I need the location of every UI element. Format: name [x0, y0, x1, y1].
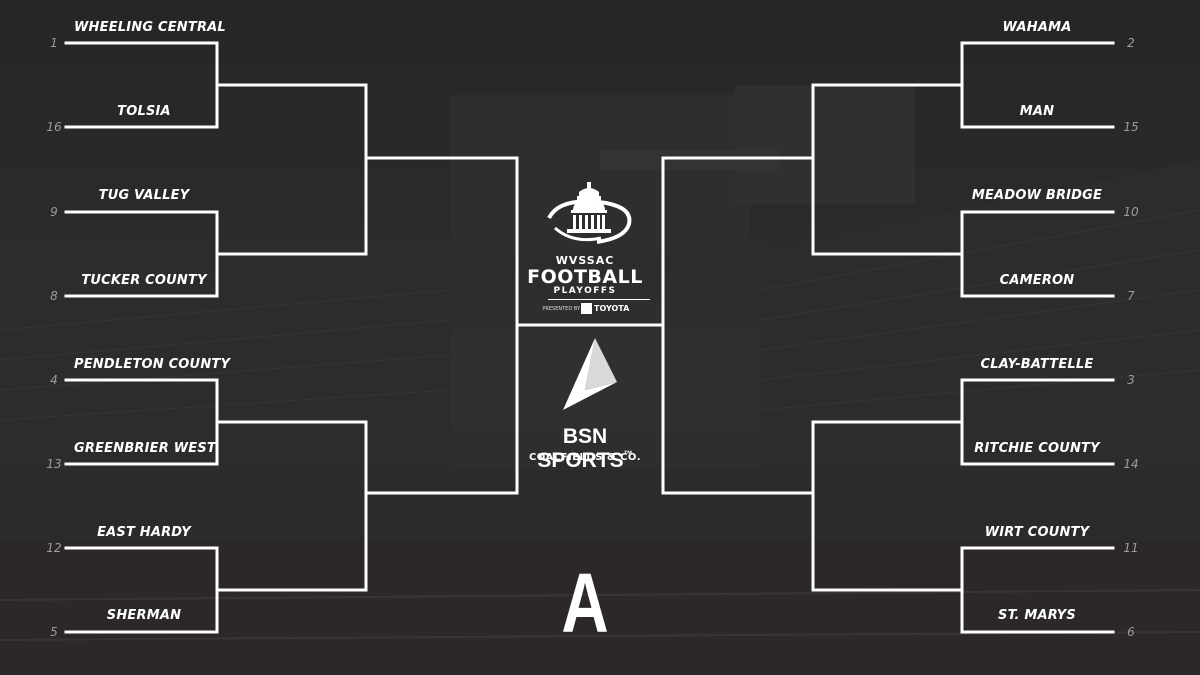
class-letter: A: [561, 556, 609, 650]
sponsor-name: TOYOTA: [594, 304, 630, 313]
bsn-name-text: BSN SPORTS: [537, 425, 624, 472]
right-seed-6: 14: [1123, 457, 1139, 471]
right-team-5: CLAY-BATTELLE: [980, 357, 1094, 372]
right-team-8: ST. MARYS: [998, 608, 1076, 623]
left-team-2: TOLSIA: [117, 104, 171, 119]
left-seed-2: 16: [46, 120, 62, 134]
right-qf-2: [811, 420, 964, 592]
right-sf: [661, 156, 815, 495]
left-seed-7: 12: [46, 541, 62, 555]
right-qf-1: [811, 83, 964, 256]
left-team-7: EAST HARDY: [97, 525, 191, 540]
right-seed-5: 3: [1127, 373, 1135, 387]
right-seed-3: 10: [1123, 205, 1139, 219]
right-team-2: MAN: [1019, 104, 1055, 119]
presented-by-text: PRESENTED BY: [542, 306, 580, 312]
right-team-4: CAMERON: [999, 273, 1075, 288]
capitol-dome-icon: [547, 182, 632, 244]
left-team-4: TUCKER COUNTY: [81, 273, 207, 288]
football-wordmark: FOOTBALL: [527, 266, 643, 288]
logo-divider: [548, 299, 650, 300]
left-team-5: PENDLETON COUNTY: [74, 357, 231, 372]
toyota-logo-icon: [581, 303, 592, 314]
right-seed-2: 15: [1123, 120, 1139, 134]
right-team-6: RITCHIE COUNTY: [974, 441, 1100, 456]
left-seed-1: 1: [50, 36, 58, 50]
right-seed-4: 7: [1127, 289, 1135, 303]
right-team-7: WIRT COUNTY: [984, 525, 1090, 540]
left-qf-2: [215, 420, 368, 592]
right-seed-8: 6: [1127, 625, 1135, 639]
left-sf: [364, 156, 519, 495]
right-team-1: WAHAMA: [1002, 20, 1072, 35]
bsn-subtitle: COALFIELDS & CO.: [528, 452, 642, 463]
right-seed-7: 11: [1123, 541, 1139, 555]
right-seed-1: 2: [1127, 36, 1135, 50]
bsn-sports-wordmark: BSN SPORTS™: [515, 425, 655, 473]
left-team-3: TUG VALLEY: [98, 188, 190, 203]
left-team-8: SHERMAN: [106, 608, 182, 623]
left-team-6: GREENBRIER WEST: [74, 441, 216, 456]
left-qf-1: [215, 83, 368, 256]
playoffs-wordmark: PLAYOFFS: [553, 286, 617, 296]
wvssac-wordmark: WVSSAC: [555, 254, 615, 267]
trademark-symbol: ™: [623, 449, 633, 459]
right-team-3: MEADOW BRIDGE: [971, 188, 1103, 203]
left-seed-4: 8: [50, 289, 58, 303]
left-seed-8: 5: [50, 625, 58, 639]
left-seed-3: 9: [50, 205, 58, 219]
left-team-1: WHEELING CENTRAL: [74, 20, 226, 35]
bsn-chevron-icon: [563, 338, 617, 410]
left-seed-5: 4: [50, 373, 58, 387]
left-seed-6: 13: [46, 457, 62, 471]
